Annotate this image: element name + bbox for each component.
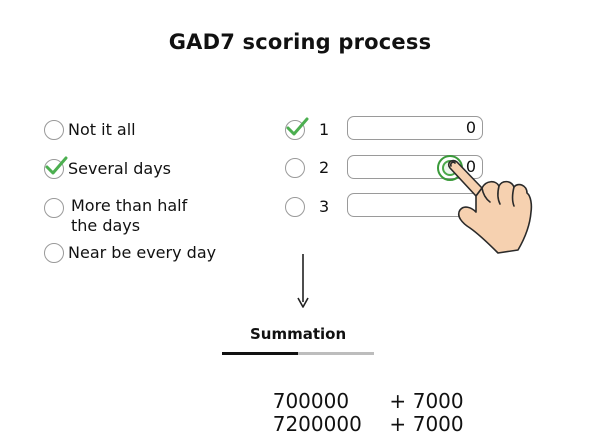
option-nearly-every-day[interactable]: Near be every day bbox=[44, 243, 216, 263]
summation-term-b: 7000 bbox=[412, 389, 464, 413]
summation-term-a: 700000 bbox=[272, 389, 350, 413]
radio-more-than-half[interactable] bbox=[44, 198, 64, 218]
row-2-number: 2 bbox=[319, 158, 330, 177]
option-label-line1: More than half bbox=[71, 196, 188, 215]
row-3-input[interactable] bbox=[347, 193, 483, 217]
check-icon bbox=[286, 117, 309, 136]
row-3-number: 3 bbox=[319, 197, 330, 216]
row-2-radio[interactable] bbox=[285, 158, 305, 178]
pointing-hand-icon bbox=[447, 159, 533, 254]
summation-line-1: 700000 +7000 bbox=[260, 368, 464, 412]
option-label: Near be every day bbox=[68, 243, 217, 262]
plus-sign: + bbox=[389, 412, 407, 436]
option-several-days[interactable]: Several days bbox=[44, 156, 171, 179]
radio-not-at-all[interactable] bbox=[44, 120, 64, 140]
page-title: GAD7 scoring process bbox=[168, 30, 432, 54]
summation-term-a: 7200000 bbox=[272, 412, 362, 436]
row-1-input[interactable]: 0 bbox=[347, 116, 483, 140]
summation-progress-track bbox=[298, 352, 374, 355]
option-label: Not it all bbox=[68, 120, 136, 139]
option-label-line2: the days bbox=[71, 216, 141, 235]
down-arrow-icon bbox=[297, 254, 309, 308]
option-more-than-half[interactable]: More than half the days bbox=[44, 196, 187, 236]
row-1-radio[interactable] bbox=[285, 117, 309, 140]
plus-sign: + bbox=[389, 389, 407, 413]
option-label: Several days bbox=[68, 159, 171, 178]
check-icon bbox=[45, 156, 68, 175]
summation-term-b: 7000 bbox=[412, 412, 464, 436]
option-not-at-all[interactable]: Not it all bbox=[44, 120, 136, 140]
summation-label: Summation bbox=[250, 325, 347, 343]
radio-several-days[interactable] bbox=[44, 156, 68, 179]
row-1-number: 1 bbox=[319, 120, 330, 139]
row-3-radio[interactable] bbox=[285, 197, 305, 217]
summation-line-2: 7200000 +7000 bbox=[260, 391, 464, 435]
radio-nearly-every-day[interactable] bbox=[44, 243, 64, 263]
option-label: More than half the days bbox=[71, 196, 187, 236]
summation-progress-filled bbox=[222, 352, 298, 355]
